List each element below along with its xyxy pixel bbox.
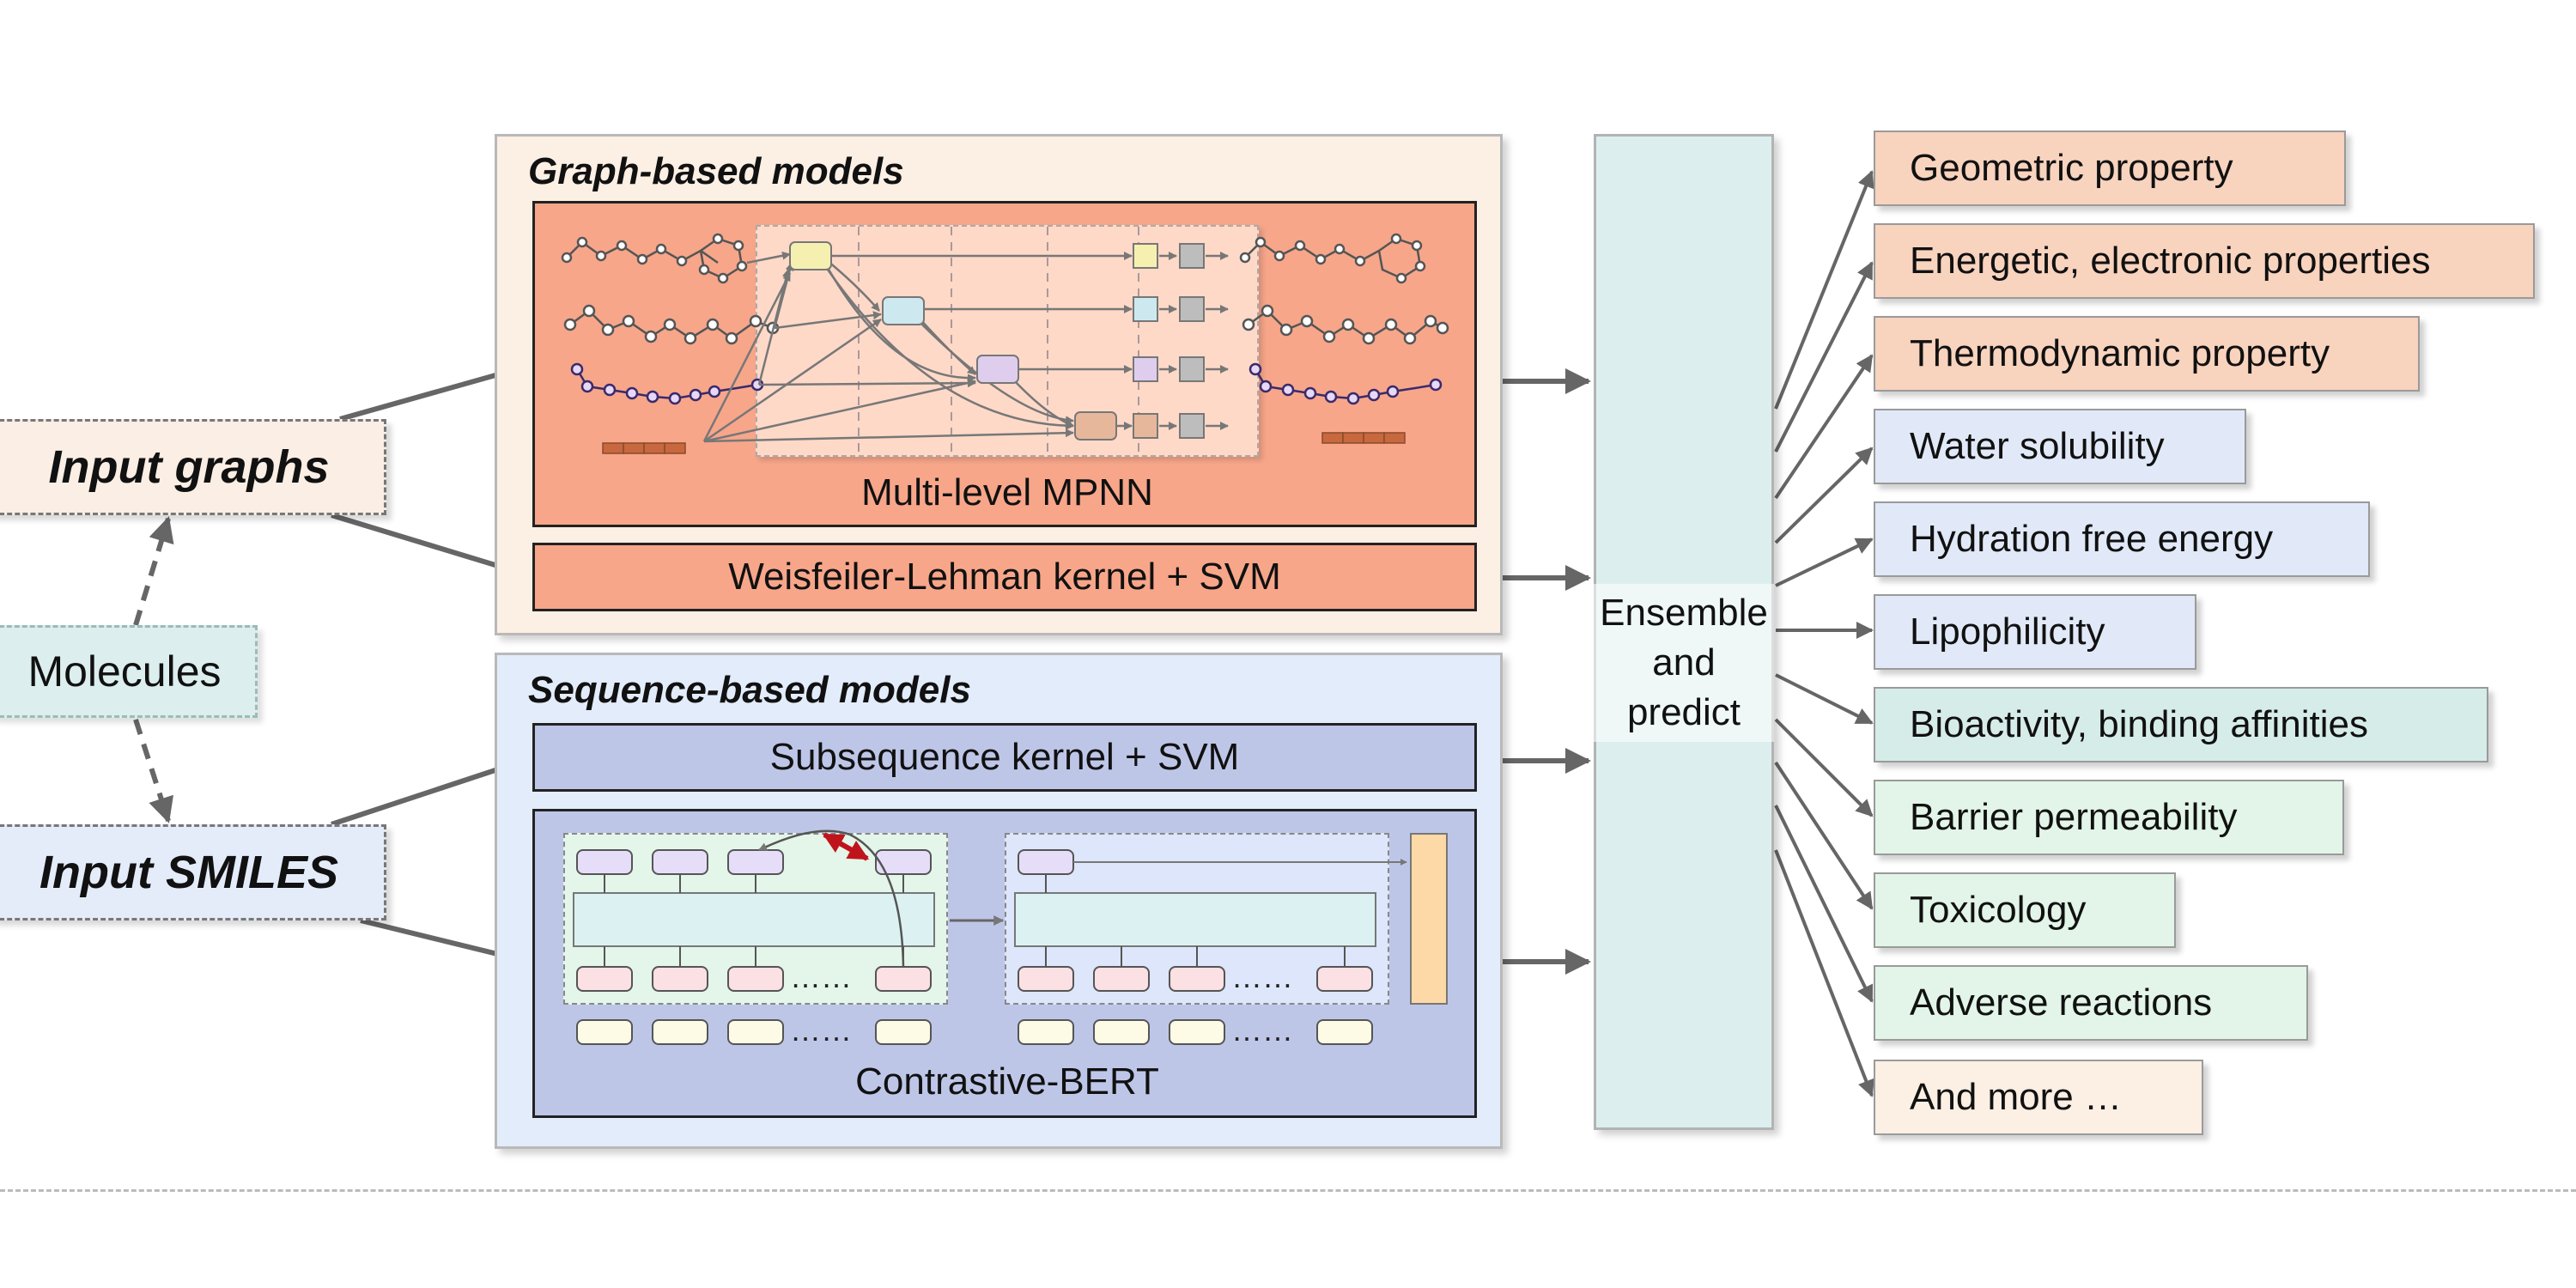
contrastive-bert-label: Contrastive-BERT <box>855 1060 1159 1103</box>
mpnn-layer-cylinders <box>789 241 1117 440</box>
property-box: Bioactivity, binding affinities <box>1874 687 2488 762</box>
svg-text:……: …… <box>1231 959 1293 994</box>
ensemble-and-predict-label: Ensemble and predict <box>1594 584 1774 742</box>
sequence-based-models-title: Sequence-based models <box>528 669 971 711</box>
property-label: Bioactivity, binding affinities <box>1910 703 2368 745</box>
svg-text:……: …… <box>790 959 852 994</box>
weisfeiler-lehman-box: Weisfeiler-Lehman kernel + SVM <box>532 543 1477 611</box>
property-label: Hydration free energy <box>1910 518 2274 560</box>
bottom-divider <box>0 1189 2576 1192</box>
subsequence-kernel-box: Subsequence kernel + SVM <box>532 723 1477 792</box>
property-box: Adverse reactions <box>1874 965 2308 1041</box>
output-molecule-purple <box>1249 362 1443 405</box>
input-smiles-label: Input SMILES <box>39 847 338 898</box>
property-label: And more … <box>1910 1076 2122 1118</box>
input-molecule-purple <box>570 362 764 405</box>
property-box: And more … <box>1874 1060 2203 1135</box>
molecules-box: Molecules <box>0 625 258 718</box>
property-box: Geometric property <box>1874 131 2346 206</box>
property-box: Toxicology <box>1874 872 2176 948</box>
block-a-bottom-tokens <box>576 1019 932 1045</box>
molecules-to-graphs-arrow <box>133 516 174 626</box>
input-molecule-graphs <box>561 233 780 345</box>
block-b-bottom-tokens <box>1018 1019 1373 1045</box>
property-box: Energetic, electronic properties <box>1874 223 2535 299</box>
mpnn-illustration <box>561 227 1449 455</box>
property-box: Barrier permeability <box>1874 780 2344 855</box>
property-label: Adverse reactions <box>1910 981 2213 1024</box>
svg-text:……: …… <box>790 1012 852 1048</box>
block-b-hidden-layer <box>1014 892 1376 947</box>
graph-based-models-title: Graph-based models <box>528 150 904 192</box>
property-label: Energetic, electronic properties <box>1910 240 2431 282</box>
block-a-mid-tokens <box>576 966 932 992</box>
subsequence-kernel-label: Subsequence kernel + SVM <box>769 736 1240 778</box>
property-box: Lipophilicity <box>1874 594 2196 670</box>
output-embedding-vector <box>1410 833 1448 1005</box>
readout-nodes <box>1133 243 1205 439</box>
property-label: Toxicology <box>1910 889 2087 931</box>
multi-level-mpnn-label: Multi-level MPNN <box>861 471 1153 513</box>
bert-illustration: …… …… …… …… <box>573 829 1407 1048</box>
property-box: Hydration free energy <box>1874 501 2370 577</box>
property-box: Thermodynamic property <box>1874 316 2420 392</box>
block-b-mid-tokens <box>1018 966 1373 992</box>
input-graphs-label: Input graphs <box>48 441 330 493</box>
property-label: Barrier permeability <box>1910 796 2238 838</box>
input-graphs-box: Input graphs <box>0 419 386 515</box>
output-molecule-graphs <box>1239 233 1449 345</box>
molecules-to-smiles-arrow <box>133 719 174 823</box>
input-feature-bar <box>602 442 686 454</box>
property-label: Water solubility <box>1910 425 2165 467</box>
weisfeiler-lehman-label: Weisfeiler-Lehman kernel + SVM <box>728 556 1281 598</box>
output-feature-bar <box>1321 432 1406 444</box>
property-label: Geometric property <box>1910 147 2233 189</box>
contrastive-pair-arrow <box>822 832 870 861</box>
ensemble-to-property-arrows <box>1774 170 1874 1097</box>
block-a-top-tokens <box>576 849 932 875</box>
molecules-label: Molecules <box>27 647 222 696</box>
property-box: Water solubility <box>1874 409 2246 484</box>
property-label: Lipophilicity <box>1910 611 2105 653</box>
input-smiles-box: Input SMILES <box>0 824 386 920</box>
block-b-top-tokens <box>1018 849 1074 875</box>
property-label: Thermodynamic property <box>1910 332 2330 374</box>
svg-text:……: …… <box>1231 1012 1293 1048</box>
block-a-hidden-layer <box>573 892 935 947</box>
